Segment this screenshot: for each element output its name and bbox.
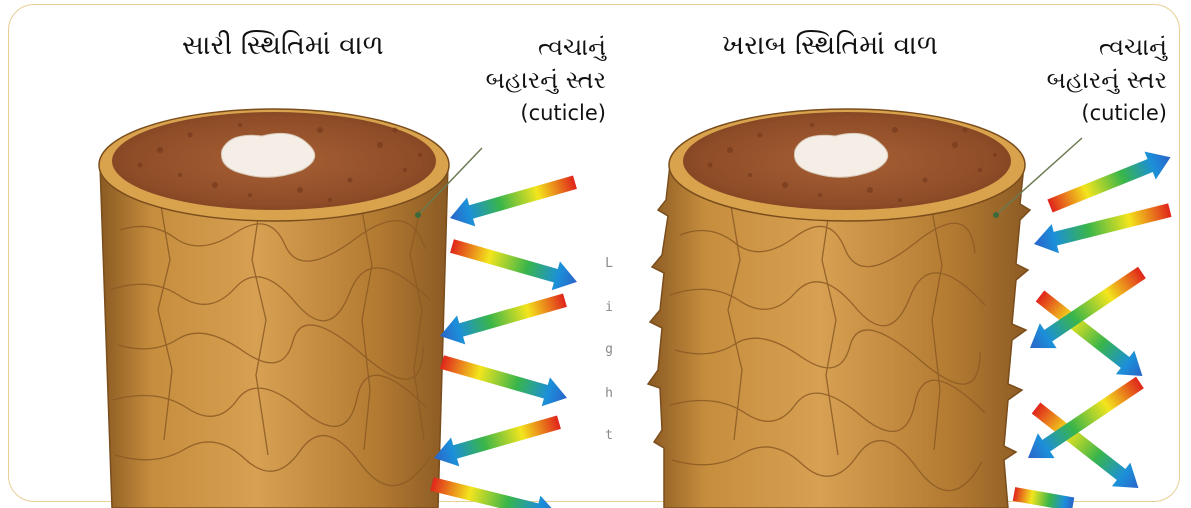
arrow-in-3 <box>428 469 561 508</box>
damaged-light-arrows <box>1013 143 1176 508</box>
healthy-cuticle-label-line2: બહારનું સ્તર <box>486 66 606 94</box>
healthy-cuticle-label-en: (cuticle) <box>520 101 606 125</box>
damaged-cuticle-label-en: (cuticle) <box>1081 101 1167 125</box>
arrow-in-2 <box>438 348 571 413</box>
damaged-cuticle-label-line2: બહારનું સ્તર <box>1047 66 1167 94</box>
light-letter-g: g <box>602 342 616 357</box>
healthy-light-arrows <box>428 168 581 508</box>
healthy-hair-shaft <box>99 109 482 508</box>
damaged-hair-shaft <box>648 109 1082 508</box>
arrow-out-2 <box>436 286 569 351</box>
arrow-scatter-7 <box>1013 487 1075 508</box>
light-letter-i: i <box>602 300 616 315</box>
light-letter-l: L <box>602 256 616 271</box>
light-letter-h: h <box>602 386 616 401</box>
arrow-scatter-6 <box>1020 370 1149 470</box>
damaged-hair-title: ખરાબ સ્થિતિમાં વાળ <box>722 30 938 62</box>
arrow-scatter-4 <box>1022 260 1151 360</box>
healthy-hair-title: સારી સ્થિતિમાં વાળ <box>182 30 384 62</box>
healthy-cuticle-label-line1: ત્વચાનું <box>538 33 606 61</box>
light-letter-t: t <box>602 428 616 443</box>
arrow-in-1 <box>448 232 581 297</box>
damaged-cuticle-label-line1: ત્વચાનું <box>1099 33 1167 61</box>
arrow-out-3 <box>430 408 563 473</box>
arrow-out-1 <box>446 168 579 233</box>
